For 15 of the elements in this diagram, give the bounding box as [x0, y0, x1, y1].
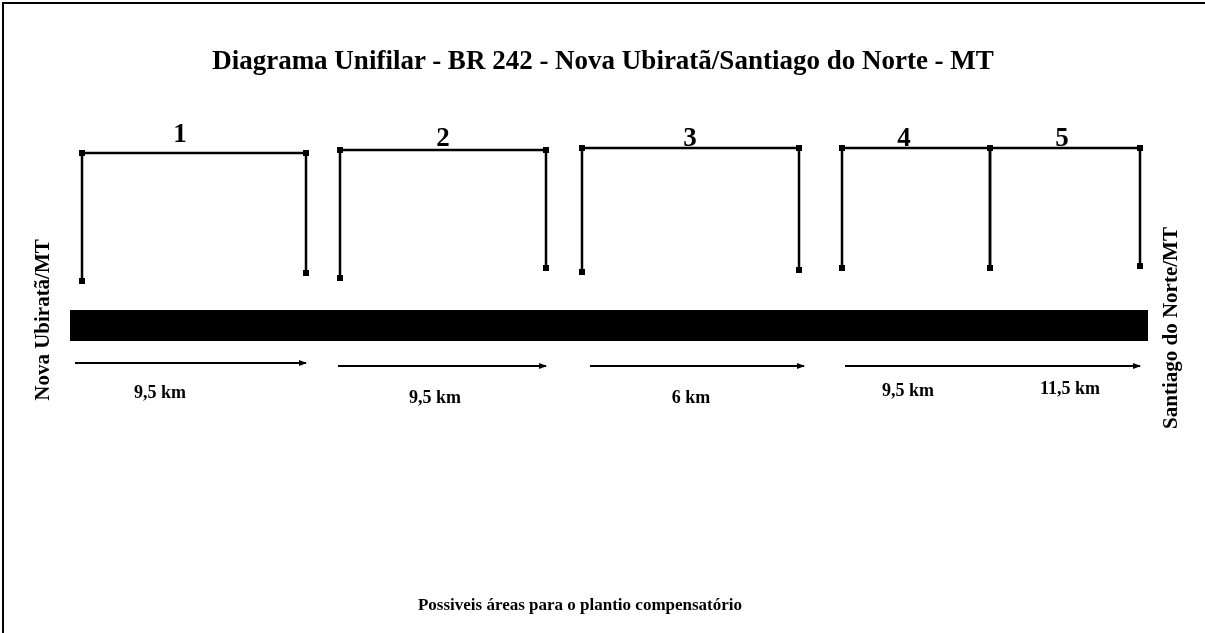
caption: Possiveis áreas para o plantio compensatório: [417, 595, 743, 615]
diagram-title: Diagrama Unifilar - BR 242 - Nova Ubiratã/Santiago do Norte - MT: [212, 44, 994, 76]
segment-number: 4: [897, 121, 911, 153]
distance-label: 11,5 km: [1040, 377, 1100, 399]
distance-label: 9,5 km: [409, 386, 461, 408]
distance-label: 9,5 km: [134, 381, 186, 403]
segment-number: 1: [173, 117, 187, 149]
segment-number: 5: [1055, 121, 1069, 153]
place-name: Nova Ubiratã/MT: [29, 239, 55, 401]
place-name: Santiago do Norte/MT: [1157, 227, 1183, 429]
distance-label: 6 km: [671, 386, 711, 408]
segment-number: 2: [436, 121, 450, 153]
distance-label: 9,5 km: [882, 379, 934, 401]
road-bar: [70, 310, 1148, 341]
segment-number: 3: [683, 121, 697, 153]
